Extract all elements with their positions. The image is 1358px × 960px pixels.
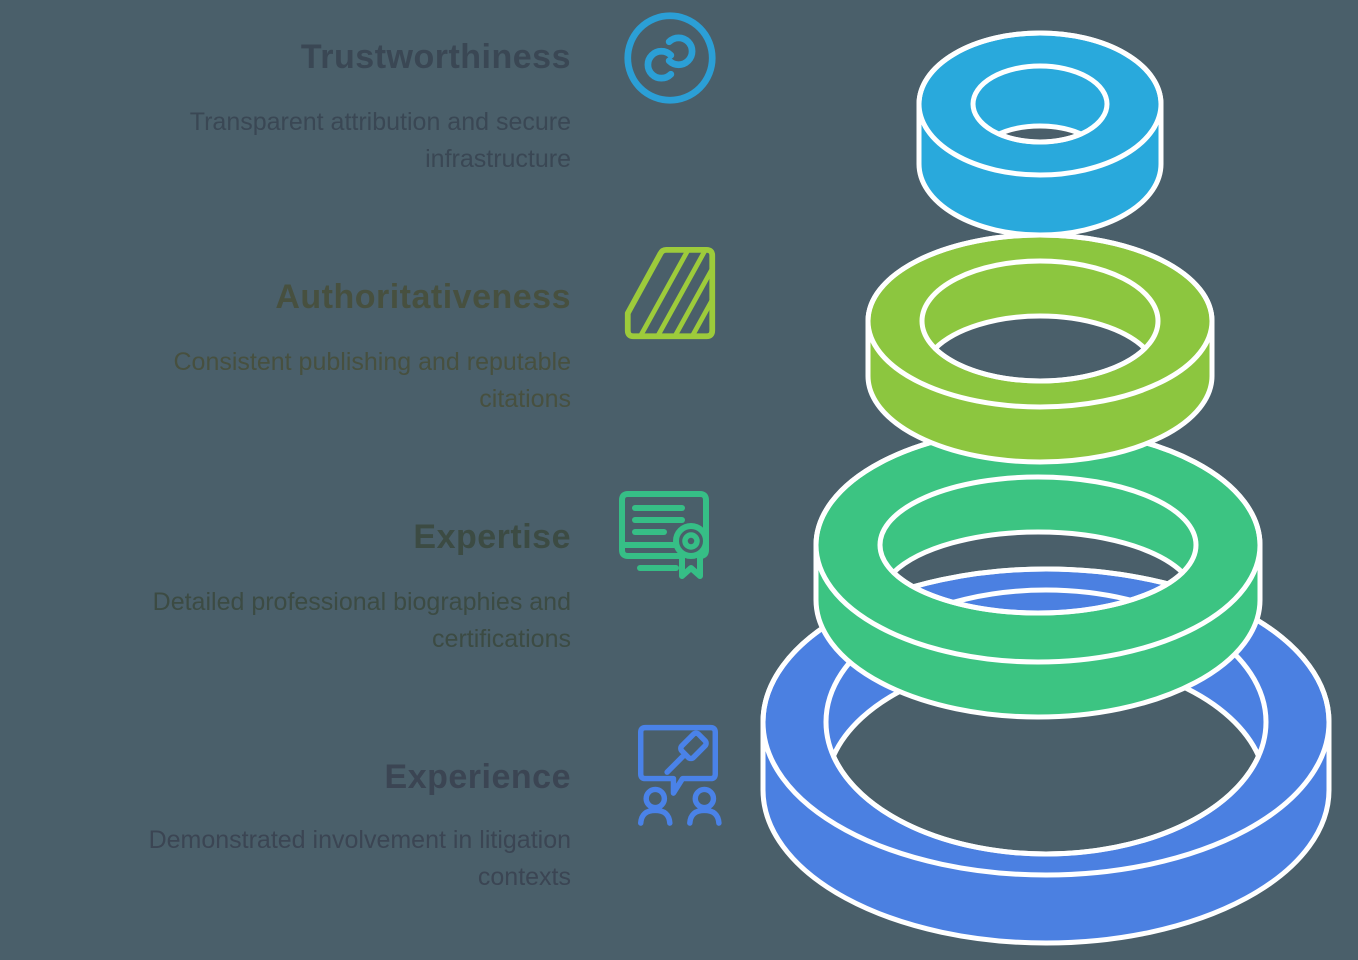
section-experience: Experience Demonstrated involvement in l… — [0, 756, 571, 891]
section-description: Demonstrated involvement in litigation c… — [0, 822, 571, 896]
section-description: Consistent publishing and reputable cita… — [0, 344, 572, 418]
description-line: certifications — [432, 625, 571, 653]
link-circle-icon — [622, 10, 718, 106]
striped-badge-icon — [622, 246, 718, 342]
ring-authoritativeness — [865, 232, 1215, 465]
section-description: Detailed professional biographies and ce… — [0, 584, 571, 658]
description-line: Detailed professional biographies and — [152, 588, 571, 616]
section-title: Expertise — [413, 518, 571, 556]
certificate-icon — [618, 484, 718, 584]
description-line: contexts — [477, 863, 571, 891]
description-line: infrastructure — [425, 145, 571, 173]
description-line: citations — [479, 385, 571, 413]
section-authoritativeness: Authoritativeness Consistent publishing … — [0, 276, 572, 413]
description-line: Consistent publishing and reputable — [173, 348, 572, 376]
section-title: Experience — [384, 758, 571, 796]
section-title: Authoritativeness — [275, 278, 571, 316]
description-line: Demonstrated involvement in litigation — [148, 826, 571, 854]
section-title: Trustworthiness — [300, 38, 571, 76]
section-trustworthiness: Trustworthiness Transparent attribution … — [0, 36, 571, 173]
ring-trustworthiness — [916, 30, 1164, 238]
section-expertise: Expertise Detailed professional biograph… — [0, 516, 571, 653]
section-description: Transparent attribution and secure infra… — [0, 104, 571, 178]
description-line: Transparent attribution and secure — [189, 108, 571, 136]
people-gavel-icon — [628, 722, 728, 826]
